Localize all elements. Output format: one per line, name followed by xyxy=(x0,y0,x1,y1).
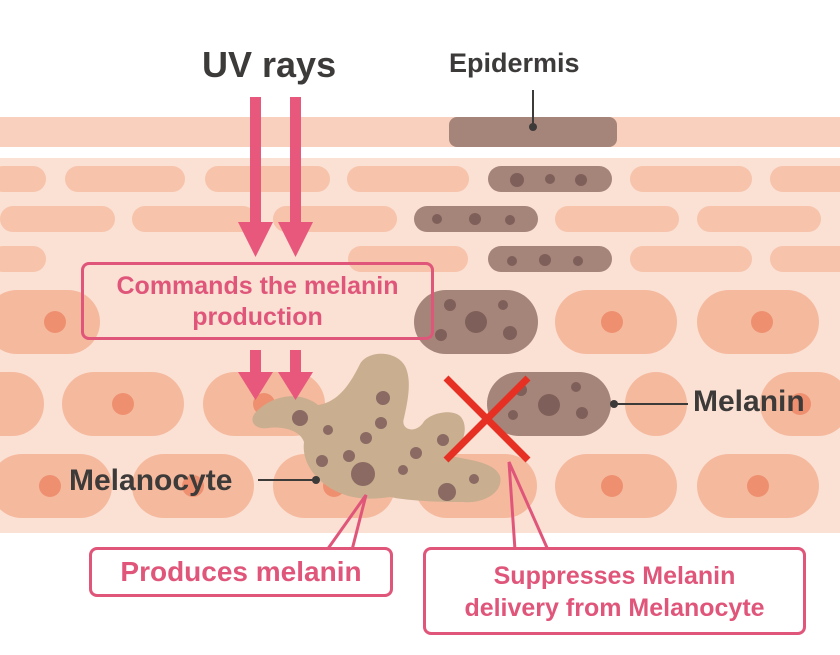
uv-arrows xyxy=(238,97,313,400)
commands-melanin-callout: Commands the melanin production xyxy=(81,262,434,340)
suppresses-line-2: delivery from Melanocyte xyxy=(464,594,765,622)
suppresses-line-1: Suppresses Melanin xyxy=(493,562,736,590)
melanocyte-cell-body xyxy=(252,353,501,503)
epidermis-label: Epidermis xyxy=(449,48,580,78)
produces-melanin-callout: Produces melanin xyxy=(89,547,393,597)
uv-rays-label: UV rays xyxy=(202,44,337,85)
outer-skin-layer xyxy=(0,117,840,147)
melanin-granules xyxy=(432,173,588,420)
commands-line-2: production xyxy=(192,303,323,331)
cross-icon xyxy=(443,375,531,463)
melanocyte-granules xyxy=(292,391,479,501)
leader-lines xyxy=(258,90,688,484)
melanin-label: Melanin xyxy=(693,385,805,418)
commands-line-1: Commands the melanin xyxy=(116,272,399,300)
melanocyte-label: Melanocyte xyxy=(69,464,233,497)
callout-tails xyxy=(325,461,550,551)
produces-text: Produces melanin xyxy=(120,556,362,587)
suppresses-delivery-callout: Suppresses Melanin delivery from Melanoc… xyxy=(423,547,806,635)
